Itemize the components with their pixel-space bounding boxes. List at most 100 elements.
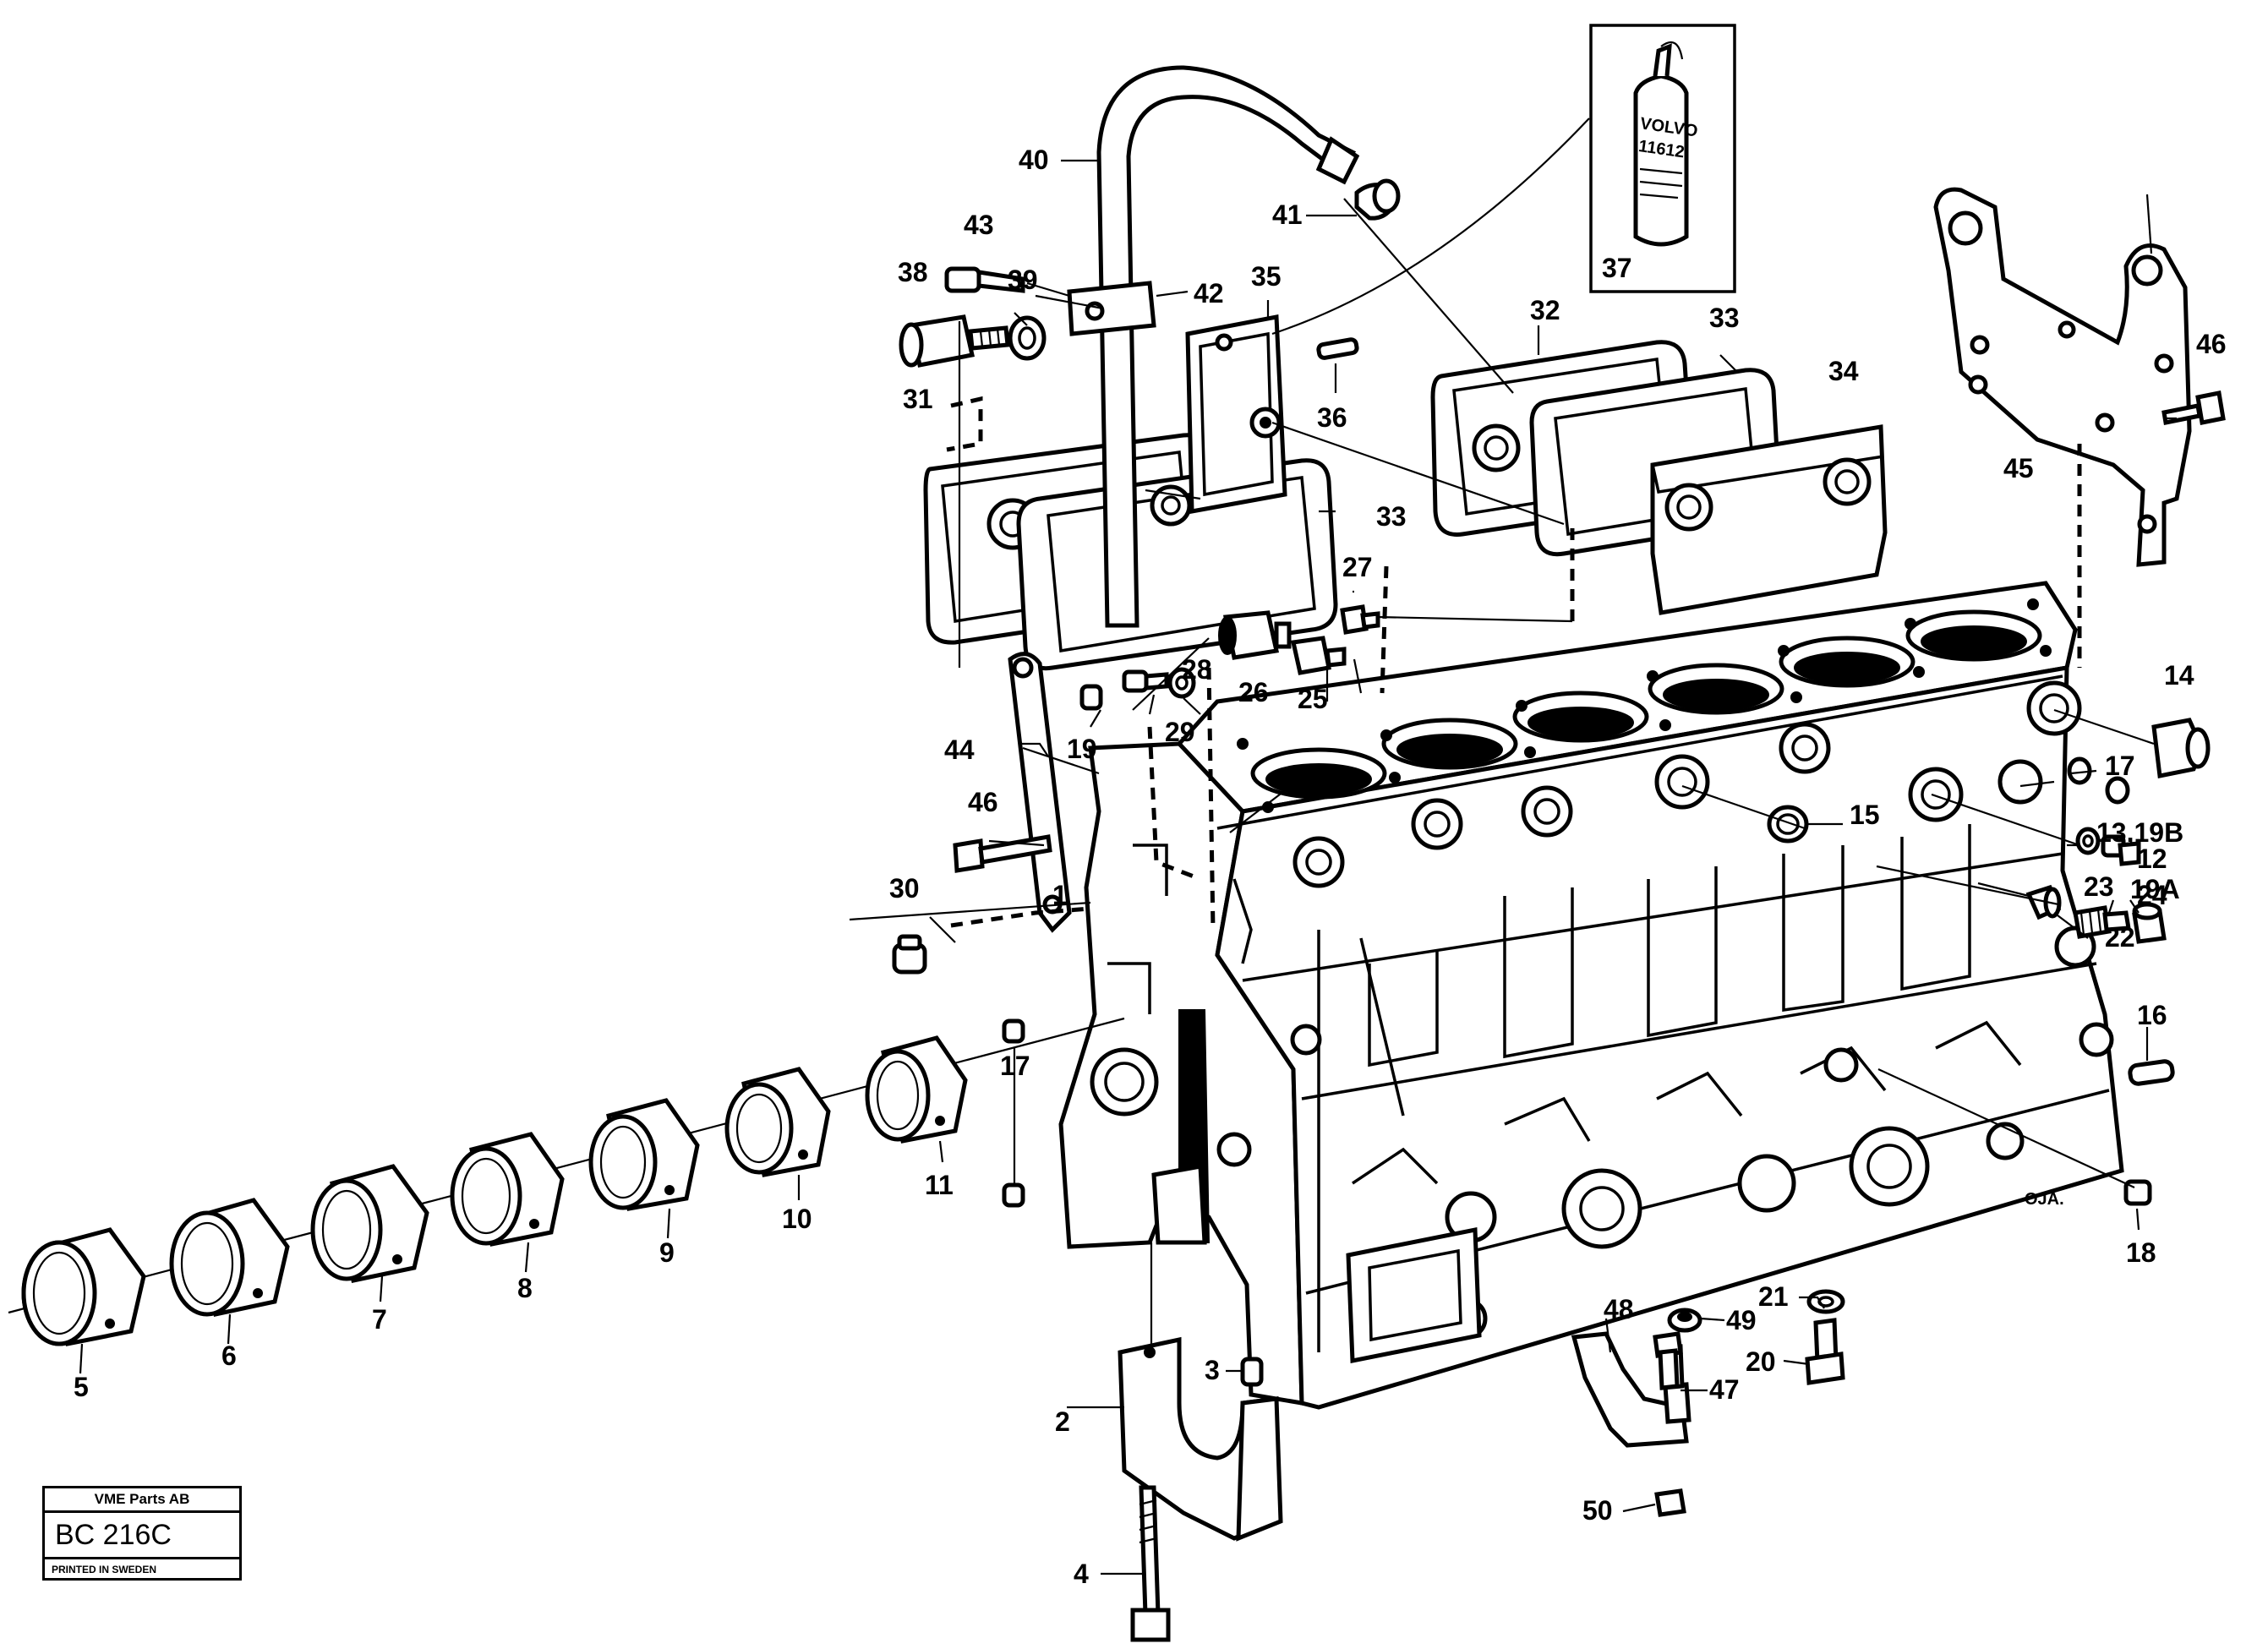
screw-20 (1805, 1318, 1845, 1385)
callout-5: 5 (74, 1372, 89, 1402)
callout-48: 48 (1604, 1294, 1634, 1324)
callout-47: 47 (1709, 1374, 1740, 1405)
callout-15: 15 (1850, 800, 1880, 830)
drawing-mark: OJA. (2025, 1190, 2064, 1209)
callout-50: 50 (1582, 1495, 1613, 1526)
oil-filler-pipe-40 (1096, 65, 1360, 628)
callout-45: 45 (2003, 453, 2034, 483)
bushing-10 (724, 1067, 831, 1177)
callout-41: 41 (1272, 199, 1303, 230)
fitting-22 (1977, 882, 2062, 920)
bushing-6 (169, 1198, 290, 1317)
callout-8: 8 (517, 1273, 533, 1303)
callout-12: 12 (2137, 844, 2167, 874)
callout-labels: 1 2 3 4 5 6 7 8 9 10 11 12 13,19B 14 15 … (74, 145, 2227, 1589)
front-face-details (1090, 844, 1322, 1245)
washer-29 (1167, 667, 1196, 699)
washer-39 (1008, 315, 1047, 361)
bushing-11 (865, 1035, 968, 1144)
callout-19a: 19A (2130, 874, 2180, 904)
callout-24: 24 (2137, 880, 2167, 910)
plug-12 (2101, 834, 2141, 866)
leader-lines (79, 117, 2177, 1575)
bushing-9 (588, 1098, 700, 1211)
washer-21 (1806, 1289, 1845, 1314)
bushing-7 (310, 1164, 429, 1283)
dashed-assembly-lines (946, 396, 2082, 931)
callout-34: 34 (1828, 356, 1859, 386)
stamp-printed: PRINTED IN SWEDEN (52, 1564, 157, 1575)
title-stamp: VME Parts AB BC 216C PRINTED IN SWEDEN (42, 1486, 242, 1581)
callout-2: 2 (1055, 1406, 1070, 1437)
callout-37: 37 (1602, 253, 1632, 283)
callout-1: 1 (1052, 880, 1068, 910)
plug-19 (1079, 684, 1103, 711)
callout-25: 25 (1298, 684, 1328, 714)
sensor-26 (1218, 610, 1292, 660)
cover-plate-34 (1650, 424, 1888, 615)
callout-35: 35 (1251, 261, 1282, 292)
callout-43: 43 (964, 210, 994, 240)
callout-3: 3 (1205, 1355, 1220, 1385)
callout-38: 38 (898, 257, 928, 287)
callout-46-right: 46 (2196, 329, 2227, 359)
callout-18: 18 (2126, 1237, 2156, 1268)
bolt-46-left (953, 834, 1052, 873)
bushing-8 (450, 1132, 565, 1247)
callout-39: 39 (1008, 265, 1038, 295)
callout-21: 21 (1758, 1281, 1789, 1312)
dowel-36 (1316, 337, 1359, 360)
callout-31: 31 (903, 384, 933, 414)
washer-49 (1667, 1308, 1702, 1333)
callout-23: 23 (2084, 871, 2114, 902)
deck-bolt-holes (1237, 598, 2052, 813)
callout-33-left: 33 (1376, 501, 1407, 532)
callout-27: 27 (1342, 552, 1373, 582)
callout-26: 26 (1238, 677, 1269, 707)
screw-43 (944, 266, 1025, 293)
nipple-27 (1340, 604, 1380, 635)
fitting-48 (1653, 1331, 1683, 1390)
valve-23 (2073, 905, 2131, 939)
callout-17-lower: 17 (1000, 1051, 1030, 1081)
screw-28 (1122, 669, 1169, 693)
bearing-cap-bolt (1130, 1485, 1171, 1642)
clamp-42 (1067, 281, 1156, 336)
plug-14 (2151, 718, 2211, 778)
front-cover-plate-35 (1185, 314, 1287, 514)
cap-24 (2132, 902, 2167, 944)
callout-17-upper: 17 (2105, 751, 2135, 781)
side-bosses (1292, 680, 2082, 888)
callout-32: 32 (1530, 295, 1560, 325)
callout-4: 4 (1074, 1559, 1089, 1589)
callout-10: 10 (782, 1204, 812, 1234)
plug-30 (892, 934, 927, 975)
callout-19: 19 (1067, 734, 1097, 764)
main-bearing-cap (1118, 1242, 1283, 1542)
plugs-17-lower (1002, 1018, 1025, 1208)
callout-11: 11 (925, 1170, 954, 1200)
callout-16: 16 (2137, 1000, 2167, 1030)
callout-14: 14 (2164, 660, 2194, 691)
callout-6: 6 (221, 1340, 237, 1371)
callout-20: 20 (1746, 1346, 1776, 1377)
callout-28: 28 (1182, 654, 1212, 685)
stamp-company: VME Parts AB (45, 1488, 239, 1513)
seal-ring-41 (1354, 178, 1401, 221)
callout-7: 7 (372, 1304, 387, 1335)
callout-40: 40 (1019, 145, 1049, 175)
callout-36: 36 (1317, 402, 1347, 433)
bushing-5 (21, 1227, 146, 1346)
pin-38 (899, 314, 1010, 368)
callout-42: 42 (1194, 278, 1224, 309)
adapter-25 (1290, 636, 1347, 675)
cylinder-bores (1250, 609, 2042, 800)
callout-29: 29 (1165, 717, 1195, 747)
callout-46-left: 46 (968, 787, 998, 817)
dowel-pin (1240, 1357, 1264, 1387)
camshaft-bushings (8, 1017, 1125, 1346)
callout-33-right: 33 (1709, 303, 1740, 333)
sealant-bottle-37: VOLVO 11612 (1589, 24, 1736, 293)
cylinder-block: OJA. (1058, 581, 2124, 1410)
